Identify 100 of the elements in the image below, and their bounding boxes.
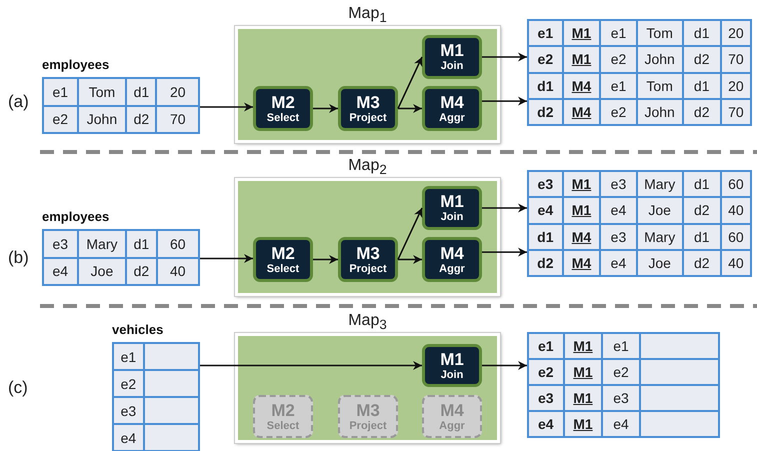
table-cell: d2 bbox=[528, 98, 563, 126]
table-cell: John bbox=[636, 46, 683, 73]
table-cell: M1 bbox=[562, 197, 600, 224]
panel-label: (a) bbox=[8, 92, 29, 112]
operator-box bbox=[253, 237, 313, 282]
map-title: Map$_{2}$ bbox=[347, 157, 388, 178]
table-title: vehicles bbox=[112, 322, 164, 337]
table-title: employees bbox=[42, 209, 110, 224]
table-cell: e3 bbox=[528, 171, 563, 198]
table-cell: d2 bbox=[126, 106, 156, 133]
arrow bbox=[200, 361, 422, 370]
table-cell: e1 bbox=[602, 333, 640, 359]
table-cell: e2 bbox=[528, 46, 563, 73]
arrow bbox=[482, 52, 527, 62]
operator-box bbox=[422, 186, 482, 230]
panel-label: (c) bbox=[8, 378, 28, 398]
table-cell: 70 bbox=[156, 106, 199, 133]
arrow bbox=[200, 254, 253, 263]
operator-box bbox=[422, 86, 482, 131]
arrow bbox=[397, 56, 423, 109]
arrow bbox=[482, 96, 527, 106]
table-cell: d1 bbox=[682, 171, 721, 198]
table-cell: d1 bbox=[682, 20, 721, 46]
operator-id: M3 bbox=[356, 400, 380, 420]
table-cell: e2 bbox=[600, 98, 637, 126]
table-cell: e1 bbox=[43, 78, 78, 106]
operator-name: Select bbox=[266, 262, 300, 276]
operator-id: M2 bbox=[271, 244, 295, 262]
operator-box bbox=[422, 344, 482, 387]
operator-name: Project bbox=[349, 420, 387, 432]
operator-id: M2 bbox=[271, 400, 295, 420]
table-cell: e2 bbox=[602, 359, 640, 385]
table-cell: e4 bbox=[528, 411, 564, 437]
inactive-operator-box bbox=[422, 395, 482, 438]
table-cell: M1 bbox=[562, 46, 600, 73]
map-title: Map$_{1}$ bbox=[347, 5, 388, 26]
arrow bbox=[482, 204, 527, 212]
table-cell: 20 bbox=[720, 20, 751, 46]
table-cell: 70 bbox=[720, 46, 751, 73]
table-cell: e2 bbox=[600, 46, 637, 73]
table-cell: 60 bbox=[720, 171, 751, 198]
table-cell: e1 bbox=[528, 20, 563, 46]
table-cell: Tom bbox=[636, 20, 683, 46]
table-cell: e1 bbox=[600, 72, 637, 99]
arrow bbox=[398, 104, 422, 113]
table-cell: 20 bbox=[156, 78, 199, 106]
table-cell: d1 bbox=[528, 224, 563, 250]
panel-label: (b) bbox=[8, 248, 29, 268]
table-cell: M1 bbox=[562, 171, 600, 198]
inactive-operator-box bbox=[253, 395, 313, 438]
arrow bbox=[482, 361, 527, 370]
table-cell: M1 bbox=[562, 20, 600, 46]
table-cell: 60 bbox=[156, 230, 199, 258]
operator-name: Aggr bbox=[439, 262, 465, 276]
table-cell: M1 bbox=[564, 333, 602, 359]
table-cell: d1 bbox=[126, 230, 157, 258]
arrow bbox=[397, 208, 423, 260]
table-cell: d1 bbox=[528, 72, 563, 99]
table-cell: d2 bbox=[682, 46, 721, 73]
operator-id: M3 bbox=[356, 92, 380, 112]
table-cell: e1 bbox=[600, 20, 637, 46]
table-cell: e2 bbox=[113, 370, 144, 397]
operator-name: Aggr bbox=[439, 420, 465, 432]
arrow bbox=[482, 248, 527, 257]
operator-name: Project bbox=[349, 262, 387, 276]
table-cell: d2 bbox=[528, 250, 563, 276]
arrow bbox=[398, 255, 422, 264]
table-cell: 40 bbox=[720, 197, 751, 224]
operator-box bbox=[253, 86, 313, 131]
table-cell: Joe bbox=[636, 197, 683, 224]
operator-id: M4 bbox=[440, 92, 464, 112]
operator-name: Select bbox=[266, 420, 300, 432]
table-cell: e3 bbox=[600, 224, 637, 250]
operator-name: Join bbox=[440, 211, 464, 224]
table-cell: e3 bbox=[600, 171, 637, 198]
operator-name: Select bbox=[266, 112, 300, 124]
operator-name: Project bbox=[349, 112, 387, 124]
operator-box bbox=[422, 237, 482, 282]
table-cell: e4 bbox=[600, 250, 637, 276]
inactive-operator-box bbox=[338, 395, 398, 438]
table-cell: Mary bbox=[78, 230, 126, 258]
table-cell: M1 bbox=[564, 411, 602, 437]
operator-id: M3 bbox=[356, 244, 380, 262]
table-cell: e4 bbox=[528, 197, 563, 224]
arrow bbox=[200, 102, 253, 112]
table-cell: e2 bbox=[43, 106, 78, 133]
table-cell: e4 bbox=[113, 424, 144, 451]
table-cell: M1 bbox=[564, 385, 602, 411]
operator-id: M4 bbox=[440, 400, 464, 420]
operator-name: Join bbox=[440, 60, 464, 73]
table-cell: e4 bbox=[600, 197, 637, 224]
table-title: employees bbox=[42, 57, 110, 72]
map-title: Map$_{3}$ bbox=[347, 312, 388, 332]
operator-box bbox=[338, 237, 398, 282]
table-cell: e3 bbox=[113, 397, 144, 424]
table-cell: Mary bbox=[636, 171, 683, 198]
table-cell: e1 bbox=[528, 333, 564, 359]
operator-id: M1 bbox=[440, 350, 464, 368]
arrow bbox=[313, 104, 338, 113]
table-cell: d2 bbox=[682, 197, 721, 224]
